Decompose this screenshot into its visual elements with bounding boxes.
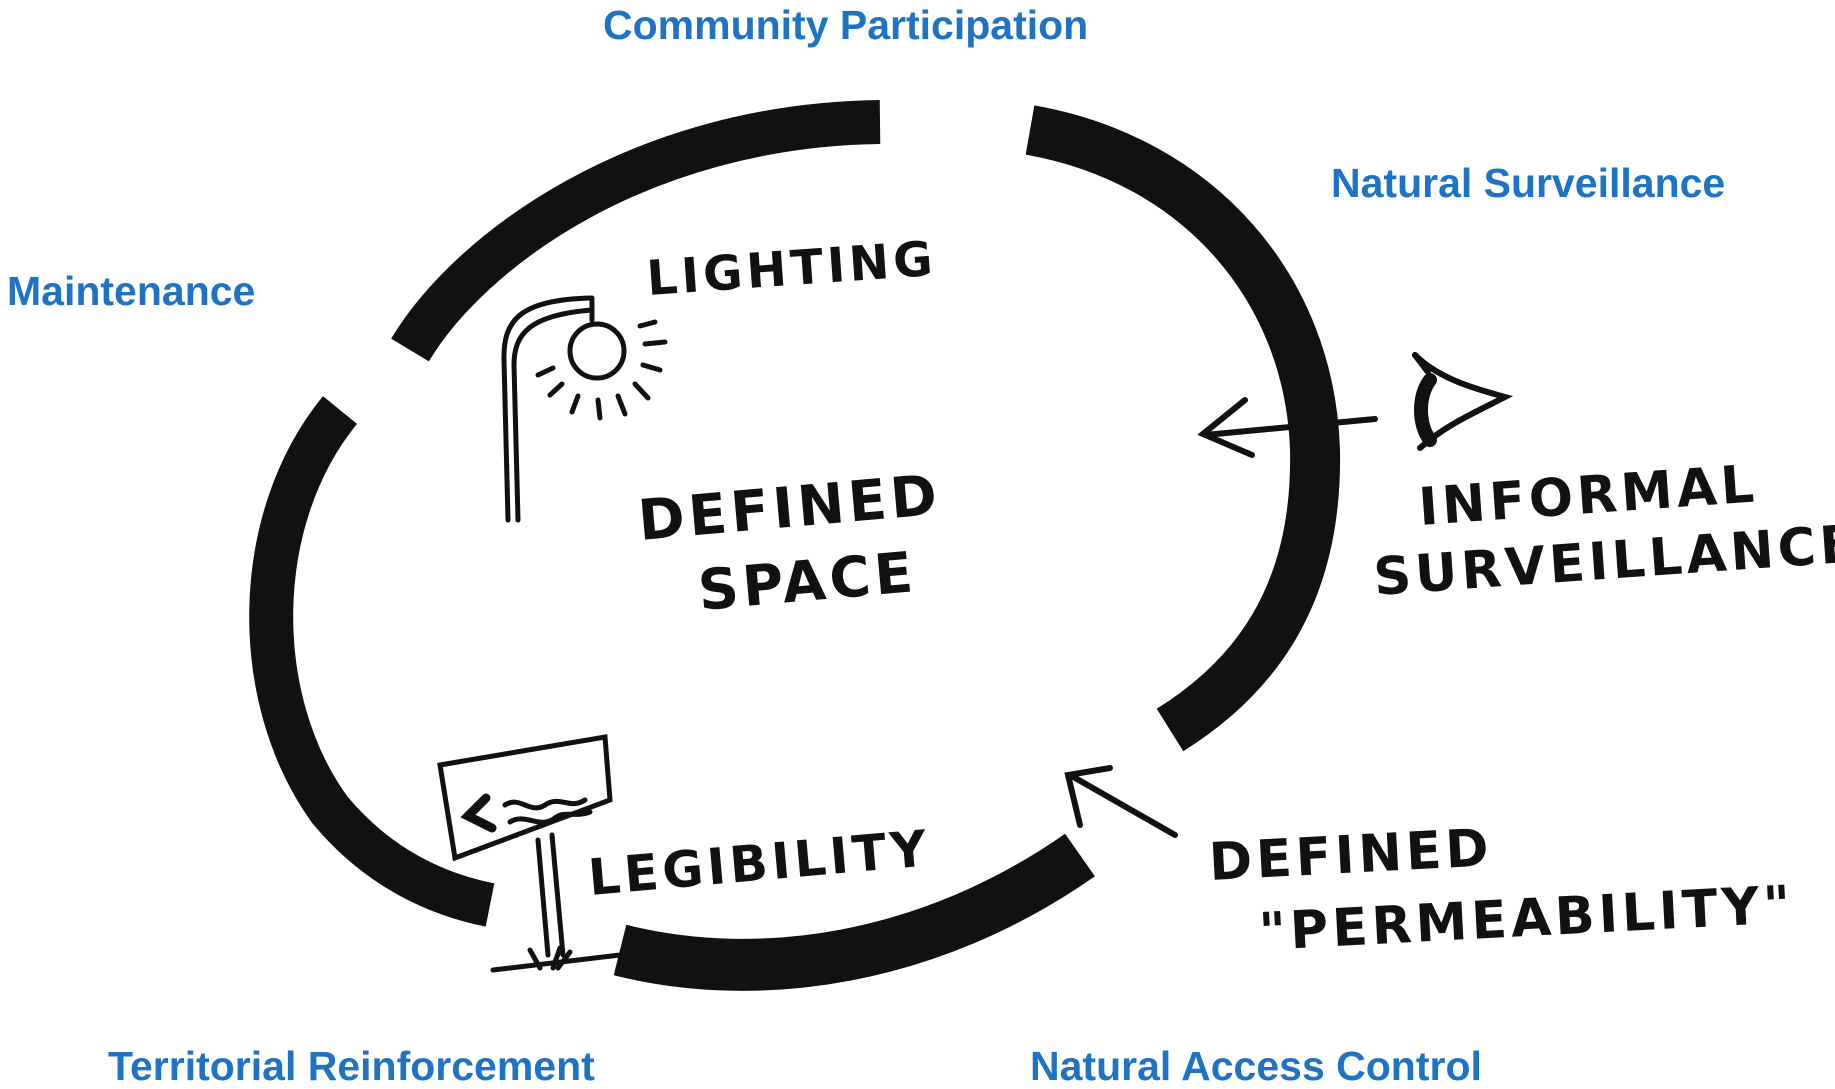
defined-permeability-text-line1: DEFINED — [1208, 818, 1495, 893]
community-participation-label: Community Participation — [603, 2, 1089, 48]
ring — [249, 100, 1341, 991]
street-lamp-icon — [501, 295, 668, 523]
territorial-reinforcement-label: Territorial Reinforcement — [108, 1043, 595, 1089]
ring-segment-top — [391, 100, 881, 362]
ring-segment-right — [1025, 105, 1341, 752]
maintenance-label: Maintenance — [7, 268, 256, 314]
defined-space-text-line2: SPACE — [696, 540, 920, 624]
defined-permeability-text-line2: "PERMEABILITY" — [1258, 875, 1796, 963]
signpost-icon — [437, 734, 623, 973]
access-arrow-icon — [1064, 765, 1178, 838]
ring-segment-left — [249, 396, 495, 927]
surveillance-arrow-icon — [1197, 397, 1378, 458]
defined-space-text-line1: DEFINED — [636, 463, 944, 554]
natural-access-control-label: Natural Access Control — [1030, 1043, 1482, 1089]
lighting-text: LIGHTING — [645, 231, 938, 307]
ring-segment-bottom — [613, 833, 1095, 991]
natural-surveillance-label: Natural Surveillance — [1331, 160, 1726, 206]
legibility-text: LEGIBILITY — [586, 819, 933, 907]
eye-icon — [1412, 352, 1514, 451]
